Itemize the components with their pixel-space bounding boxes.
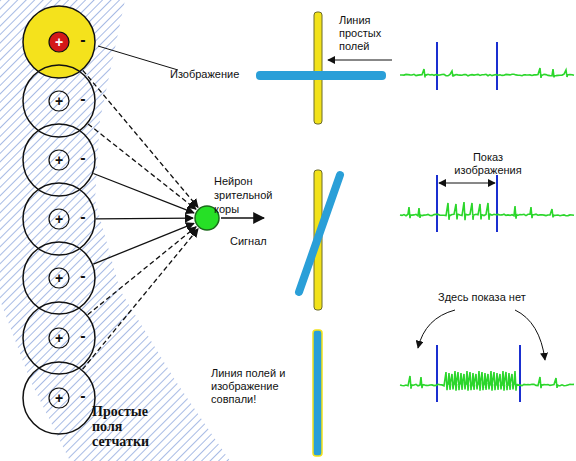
receptive-field: +- (22, 301, 96, 375)
center-sign: + (49, 269, 69, 287)
center-sign: + (49, 329, 69, 347)
stimulus-marker (496, 175, 498, 232)
input-connector (83, 70, 198, 207)
surround-sign: - (76, 326, 90, 346)
input-connector (93, 174, 194, 213)
field-center (49, 328, 69, 348)
input-connector (88, 227, 196, 315)
annotation-label: Сигнал (230, 235, 290, 248)
field-surround (23, 302, 95, 374)
annotation-label: Линия простых полей (339, 14, 409, 53)
input-connector (96, 217, 193, 219)
neuron-cell: Нейрон зрительной коры (194, 205, 220, 231)
image-bar (299, 175, 340, 292)
annotation-label: Здесь показа нет (438, 291, 568, 304)
field-center (49, 32, 69, 52)
surround-sign: - (76, 148, 90, 168)
duration-arrow (439, 183, 495, 184)
field-surround (23, 6, 95, 78)
stimulus-marker (436, 175, 438, 232)
field-surround (23, 362, 95, 434)
center-sign: + (49, 210, 69, 228)
pointer-arrow (328, 60, 392, 61)
field-center (49, 388, 69, 408)
stimulus-marker (519, 345, 521, 402)
surround-sign: - (76, 89, 90, 109)
surround-sign: - (76, 207, 90, 227)
stimulus-marker (436, 42, 438, 90)
field-surround (23, 242, 95, 314)
field-line-bar (314, 12, 322, 124)
stimulus-marker (436, 345, 438, 402)
field-center (49, 150, 69, 170)
caption-label: Простые поля сетчатки (92, 404, 156, 449)
center-sign: + (49, 33, 69, 51)
input-connector (93, 223, 194, 264)
field-surround (23, 65, 95, 137)
leader-line (98, 46, 178, 70)
input-connector (83, 229, 199, 370)
input-connector (88, 124, 196, 209)
field-surround (23, 124, 95, 196)
surround-sign: - (76, 386, 90, 406)
receptive-field: +- (22, 182, 96, 256)
center-sign: + (49, 151, 69, 169)
annotation-label: Показ изображения (448, 151, 528, 177)
callout-arrow (515, 310, 545, 360)
stimulus-marker (496, 42, 498, 90)
callout-arrow (418, 310, 455, 348)
annotation-label: Линия полей и изображение совпали! (211, 367, 305, 406)
surround-sign: - (76, 30, 90, 50)
receptive-field: +- (22, 123, 96, 197)
annotation-label: Изображение (170, 68, 260, 81)
receptive-field: +- (22, 5, 96, 79)
matched-bar (313, 330, 322, 456)
neuron-label: Нейрон зрительной коры (214, 174, 292, 216)
spike-trace (400, 202, 574, 220)
image-bar (256, 71, 386, 80)
center-sign: + (49, 389, 69, 407)
field-center (49, 209, 69, 229)
signal-arrow (221, 217, 264, 219)
receptive-field: +- (22, 241, 96, 315)
field-center (49, 91, 69, 111)
spike-trace (400, 68, 574, 78)
field-center (49, 268, 69, 288)
spike-trace (400, 371, 574, 391)
receptive-field: +- (22, 64, 96, 138)
field-surround (23, 183, 95, 255)
receptive-field: +- (22, 361, 96, 435)
center-sign: + (49, 92, 69, 110)
surround-sign: - (76, 266, 90, 286)
